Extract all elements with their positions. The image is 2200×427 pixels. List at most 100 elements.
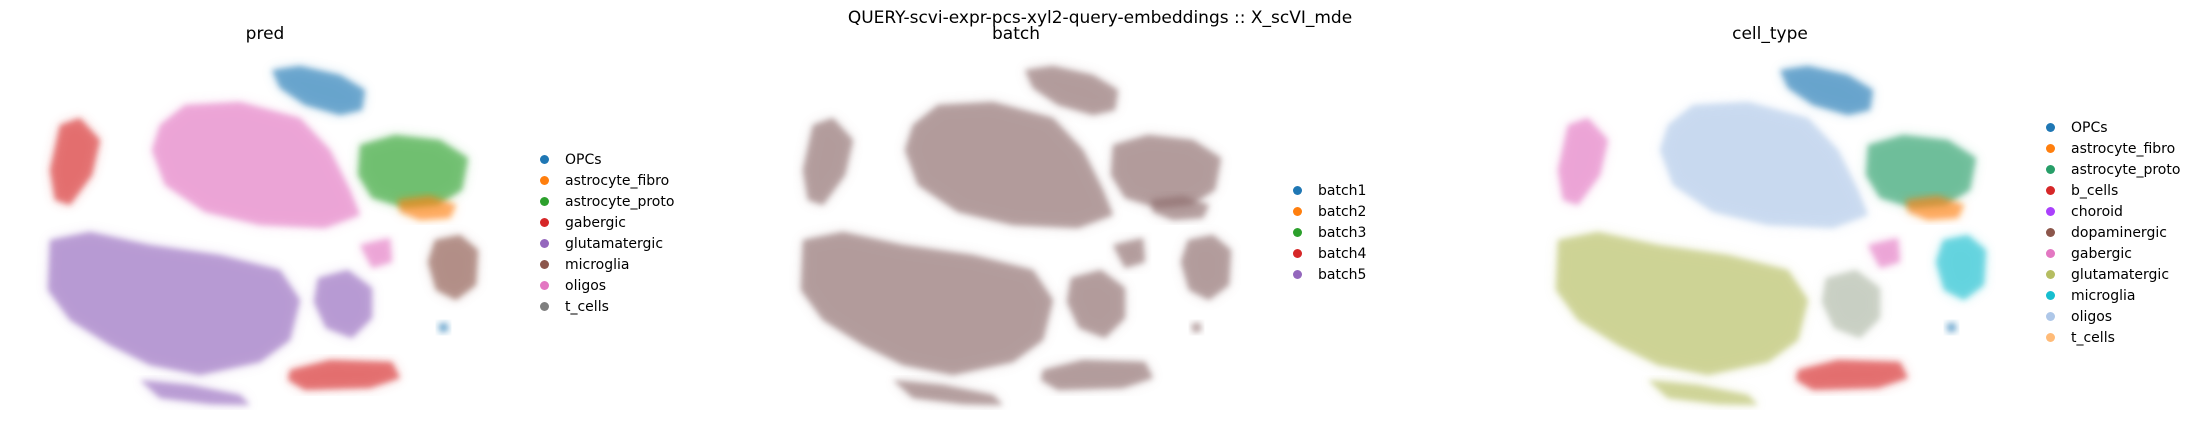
legend-label: b_cells [2071, 182, 2119, 199]
legend-marker [1293, 186, 1302, 195]
panel-title-cell-type: cell_type [1732, 24, 1808, 44]
legend-label: glutamatergic [2071, 266, 2170, 283]
legend-marker [540, 302, 549, 311]
legend-marker [2046, 291, 2055, 300]
cluster-points [1660, 102, 1868, 228]
legend-item: b_cells [2046, 180, 2180, 201]
cluster-points [1796, 360, 1908, 390]
panel-title-pred: pred [245, 24, 285, 44]
cluster-points [1822, 270, 1880, 338]
scatter-panel-pred [48, 66, 478, 405]
cluster-points [428, 235, 478, 300]
legend-label: microglia [2071, 287, 2136, 304]
cluster-points [801, 232, 1053, 375]
legend-marker [2046, 165, 2055, 174]
legend-batch: batch1 batch2 batch3 batch4 batch5 [1293, 180, 1366, 285]
cluster-points [358, 135, 468, 208]
cluster-points [140, 380, 250, 405]
cluster-points [50, 118, 100, 205]
legend-label: gabergic [565, 214, 626, 231]
cluster-points [1111, 135, 1221, 208]
legend-label: glutamatergic [565, 235, 664, 252]
legend-label: batch5 [1318, 266, 1367, 283]
legend-item: batch4 [1293, 243, 1366, 264]
panel-title-batch: batch [992, 24, 1040, 44]
legend-item: gabergic [2046, 243, 2180, 264]
legend-item: gabergic [540, 212, 674, 233]
legend-label: astrocyte_proto [565, 193, 675, 210]
legend-item: glutamatergic [540, 233, 674, 254]
legend-label: batch1 [1318, 182, 1367, 199]
legend-label: gabergic [2071, 245, 2132, 262]
legend-marker [540, 218, 549, 227]
cluster-points [1041, 360, 1153, 390]
cluster-points [1906, 196, 1964, 220]
figure-suptitle: QUERY-scvi-expr-pcs-xyl2-query-embedding… [847, 8, 1353, 28]
legend-label: astrocyte_proto [2071, 161, 2181, 178]
legend-marker [2046, 312, 2055, 321]
legend-marker [540, 260, 549, 269]
cluster-points [438, 322, 449, 333]
cluster-points [1868, 238, 1900, 268]
legend-label: batch3 [1318, 224, 1367, 241]
scatter-panel-batch [801, 66, 1231, 405]
legend-label: batch4 [1318, 245, 1367, 262]
legend-marker [1293, 270, 1302, 279]
cluster-points [1866, 135, 1976, 208]
cluster-points [1648, 380, 1758, 405]
cluster-points [1067, 270, 1125, 338]
cluster-points [272, 66, 365, 115]
cluster-points [1556, 232, 1808, 375]
legend-marker [2046, 123, 2055, 132]
legend-label: batch2 [1318, 203, 1367, 220]
legend-item: microglia [540, 254, 674, 275]
legend-marker [1293, 228, 1302, 237]
legend-item: astrocyte_fibro [540, 170, 674, 191]
legend-label: oligos [565, 277, 607, 294]
legend-marker [2046, 186, 2055, 195]
legend-marker [2046, 144, 2055, 153]
legend-marker [1293, 249, 1302, 258]
legend-marker [2046, 249, 2055, 258]
cluster-points [1780, 66, 1873, 115]
legend-item: batch2 [1293, 201, 1366, 222]
legend-item: astrocyte_fibro [2046, 138, 2180, 159]
legend-marker [540, 176, 549, 185]
cluster-points [803, 118, 853, 205]
legend-label: microglia [565, 256, 630, 273]
legend-marker [2046, 207, 2055, 216]
cluster-points [152, 102, 360, 228]
cluster-points [1558, 118, 1608, 205]
legend-item: oligos [540, 275, 674, 296]
legend-label: dopaminergic [2071, 224, 2167, 241]
cluster-points [1181, 235, 1231, 300]
cluster-points [398, 196, 456, 220]
legend-item: microglia [2046, 285, 2180, 306]
cluster-points [1946, 322, 1957, 333]
cluster-points [48, 232, 300, 375]
legend-item: OPCs [540, 149, 674, 170]
legend-item: batch3 [1293, 222, 1366, 243]
cluster-points [1151, 196, 1209, 220]
legend-item: dopaminergic [2046, 222, 2180, 243]
legend-label: choroid [2071, 203, 2123, 220]
legend-marker [540, 197, 549, 206]
legend-marker [2046, 228, 2055, 237]
cluster-points [1191, 322, 1202, 333]
cluster-points [288, 360, 400, 390]
legend-marker [540, 281, 549, 290]
legend-marker [540, 155, 549, 164]
legend-item: astrocyte_proto [2046, 159, 2180, 180]
legend-label: oligos [2071, 308, 2113, 325]
legend-item: batch1 [1293, 180, 1366, 201]
cluster-points [1936, 235, 1986, 300]
legend-item: choroid [2046, 201, 2180, 222]
cluster-points [1025, 66, 1118, 115]
legend-item: t_cells [2046, 327, 2180, 348]
legend-item: astrocyte_proto [540, 191, 674, 212]
legend-item: oligos [2046, 306, 2180, 327]
legend-item: t_cells [540, 296, 674, 317]
